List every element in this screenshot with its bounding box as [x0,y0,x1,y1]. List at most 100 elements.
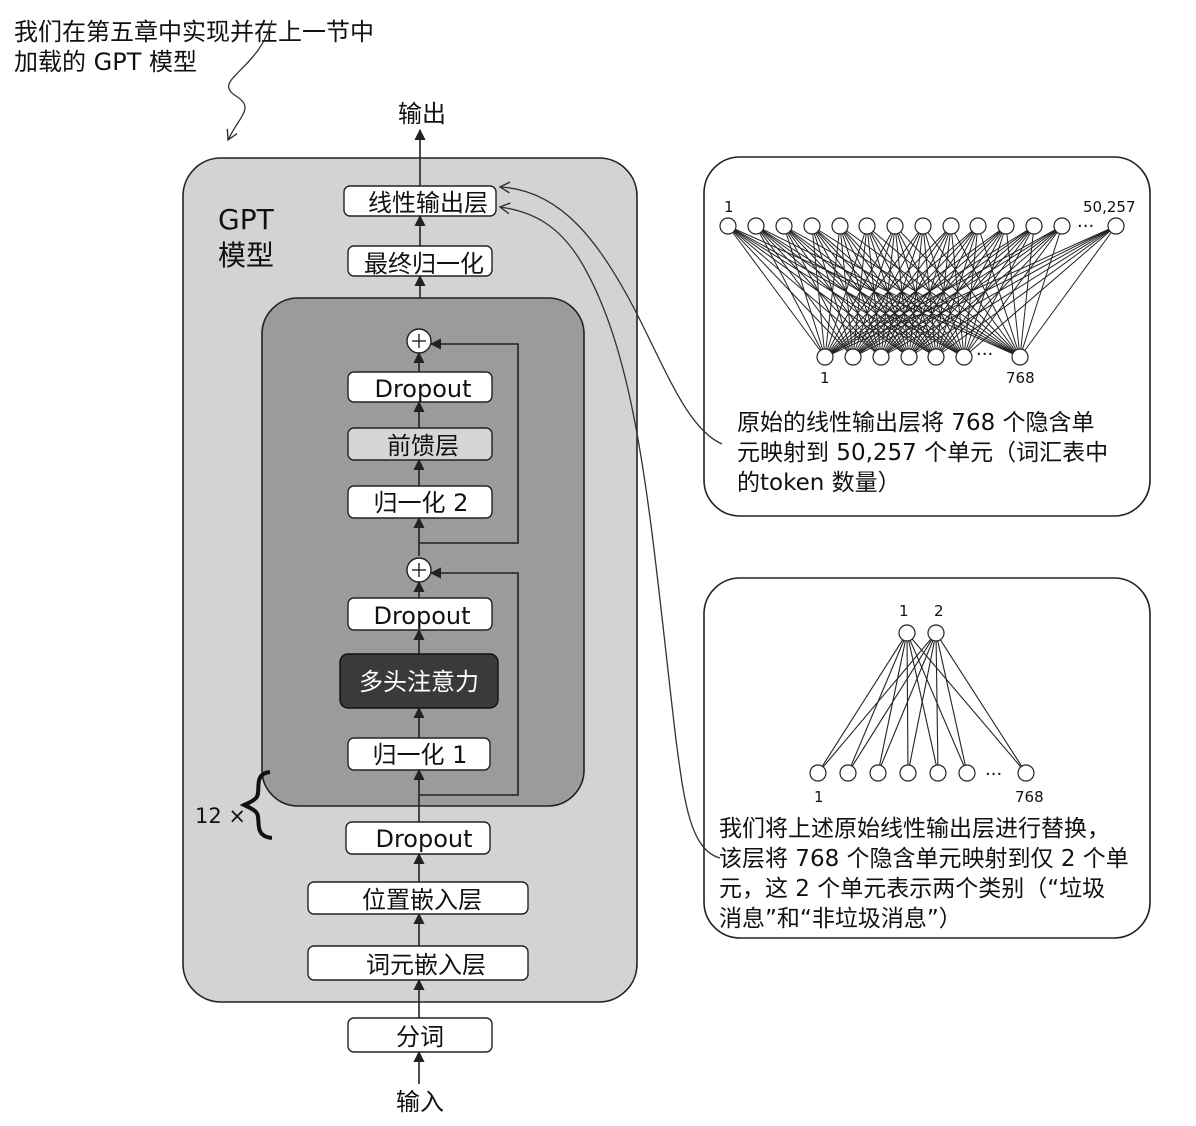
net1-edge [783,225,826,358]
net1-edge [824,225,1035,358]
net1-edge [824,225,952,358]
net1-edge [824,225,841,358]
net1-output-node [1053,217,1071,235]
net1-output-node [997,217,1015,235]
net1-edge [824,225,896,358]
net1-top-right-label: 50,257 [1083,198,1136,216]
net1-output-node [747,217,765,235]
replacement-layer-network [809,624,1035,782]
note-pointer-arrow [226,19,273,142]
output-label: 输出 [398,100,446,128]
gpt-title-line2: 模型 [218,239,274,272]
top-note-line2: 加载的 GPT 模型 [14,48,197,76]
gpt-title-line1: GPT [218,203,275,236]
net1-bottom-ellipsis: ··· [976,344,993,365]
net1-hidden-node [927,348,945,366]
final-norm-label: 最终归一化 [364,250,484,278]
net2-edge [907,632,937,774]
net1-output-node [1025,217,1043,235]
net2-edge [935,632,968,774]
net1-output-node [831,217,849,235]
tokenizer-label: 分词 [396,1023,444,1051]
net2-connections [817,632,1027,774]
original-caption-line2: 元映射到 50,257 个单元（词汇表中 [737,440,1108,466]
net2-bottom-left-label: 1 [814,788,824,806]
net1-hidden-node [872,348,890,366]
top-note-line1: 我们在第五章中实现并在上一节中 [14,18,374,46]
net2-edge [935,632,939,774]
net1-hidden-node [844,348,862,366]
input-label: 输入 [396,1088,444,1116]
net1-bottom-right-label: 768 [1006,369,1035,387]
repeat-count-label: 12 × [195,804,246,828]
net1-edge [824,225,979,358]
net2-top-left-label: 1 [899,602,909,620]
net2-hidden-node [809,764,827,782]
replacement-layer-panel [703,577,1151,939]
replacement-caption-line3: 元，这 2 个单元表示两个类别（“垃圾 [719,876,1105,902]
net2-top-right-label: 2 [934,602,944,620]
net1-edge [824,225,1007,358]
net1-connections [727,225,1117,358]
net1-hidden-node [955,348,973,366]
net1-edge [1019,225,1063,358]
net1-output-node [775,217,793,235]
norm1-label: 归一化 1 [373,741,468,769]
net1-top-ellipsis: ··· [1077,216,1094,237]
net1-output-node [886,217,904,235]
net1-hidden-node [900,348,918,366]
net1-output-node [1107,217,1125,235]
net1-output-node [942,217,960,235]
token-embedding-label: 词元嵌入层 [366,951,486,979]
callout-original-to-linear [498,181,723,445]
original-caption-line1: 原始的线性输出层将 768 个隐含单 [737,410,1095,436]
linear-output-layer-label: 线性输出层 [368,189,488,217]
residual-shortcut-bottom [419,567,519,796]
net1-edge [935,225,1117,358]
net2-edge [817,632,908,774]
net2-edge [847,632,937,774]
dropout-label-a: Dropout [374,375,471,403]
net1-edge [880,225,1117,358]
replacement-caption-line4: 消息”和“非垃圾消息”） [719,906,962,932]
net1-hidden-node [816,348,834,366]
net2-hidden-node [899,764,917,782]
repeat-brace [239,770,273,840]
net1-edge [1019,225,1117,358]
net1-hidden-node [1011,348,1029,366]
net1-edge [824,225,1117,358]
net2-hidden-node [929,764,947,782]
net1-output-node [803,217,821,235]
net2-output-node [927,624,945,642]
net1-edge [727,225,826,358]
net1-edge [963,225,1117,358]
net1-edge [852,225,1063,358]
net1-output-node [858,217,876,235]
net1-output-node [719,217,737,235]
dropout-label-b: Dropout [373,602,470,630]
net1-bottom-left-label: 1 [820,369,830,387]
net1-output-node [914,217,932,235]
norm2-label: 归一化 2 [374,489,469,517]
replacement-caption-line1: 我们将上述原始线性输出层进行替换， [719,816,1110,842]
net2-edge [877,632,937,774]
net2-hidden-node [839,764,857,782]
net1-edge [852,225,1117,358]
callout-replacement-to-linear [498,202,721,859]
net2-edge [817,632,937,774]
net1-output-node [969,217,987,235]
net1-edge [824,225,924,358]
dropout-label-c: Dropout [375,825,472,853]
original-layer-network [719,217,1125,366]
original-caption-line3: 的token 数量） [737,470,901,496]
net2-edge [935,632,1027,774]
replacement-caption-line2: 该层将 768 个隐含单元映射到仅 2 个单 [719,846,1129,872]
net1-edge [755,225,826,358]
net1-edge [811,225,826,358]
net1-edge [908,225,1117,358]
net1-edge [824,225,1063,358]
net1-edge [824,225,868,358]
net2-hidden-node [958,764,976,782]
net2-hidden-node [869,764,887,782]
